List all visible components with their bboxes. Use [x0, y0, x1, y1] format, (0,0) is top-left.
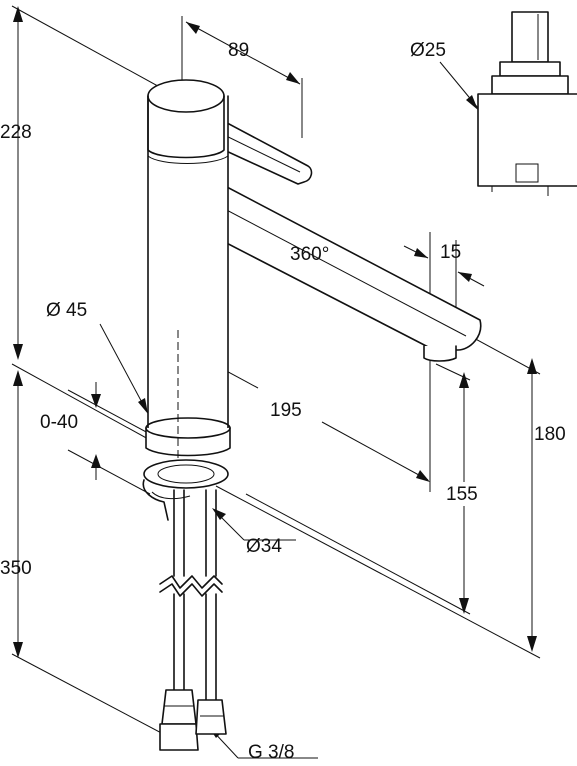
label-hole-diameter: Ø34: [246, 536, 282, 557]
dimension-labels: 228 89 Ø25 360° 15 Ø 45 195 0-40 180 155…: [0, 40, 566, 763]
dimension-lines: [11, 5, 541, 759]
label-outlet-offset: 15: [440, 242, 461, 263]
cartridge: [477, 11, 577, 196]
label-base-diameter: Ø 45: [46, 300, 87, 321]
label-clearance-height: 155: [446, 484, 478, 505]
supply-hoses: [159, 489, 227, 751]
label-outlet-height: 180: [534, 424, 566, 445]
label-connection-thread: G 3/8: [248, 742, 294, 763]
label-reach: 89: [228, 40, 249, 61]
label-spout-length: 195: [270, 400, 302, 421]
label-counter-thickness: 0-40: [40, 412, 78, 433]
label-cartridge-diameter: Ø25: [410, 40, 446, 61]
label-rotation: 360°: [290, 244, 329, 265]
label-height-total: 228: [0, 122, 32, 143]
label-hose-length: 350: [0, 558, 32, 579]
faucet-body: [142, 79, 482, 521]
